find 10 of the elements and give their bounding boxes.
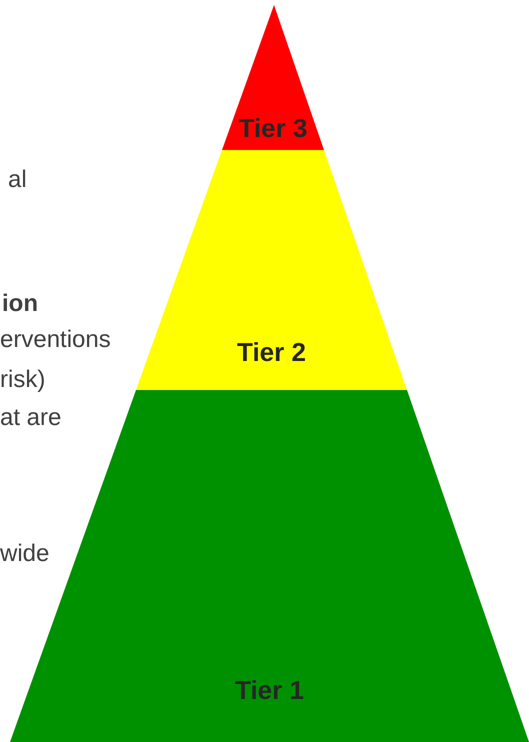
description-text: risk) [0, 366, 46, 394]
tier-label: Tier 2 [236, 337, 307, 367]
description-text: al [8, 166, 27, 194]
description-text: at are [0, 404, 62, 432]
pyramid-tier [222, 5, 324, 150]
tier-label: Tier 1 [234, 675, 305, 705]
description-text: erventions [0, 326, 111, 354]
description-text: wide [0, 540, 50, 568]
description-text: ion [2, 290, 38, 318]
tier-label: Tier 3 [238, 113, 308, 143]
